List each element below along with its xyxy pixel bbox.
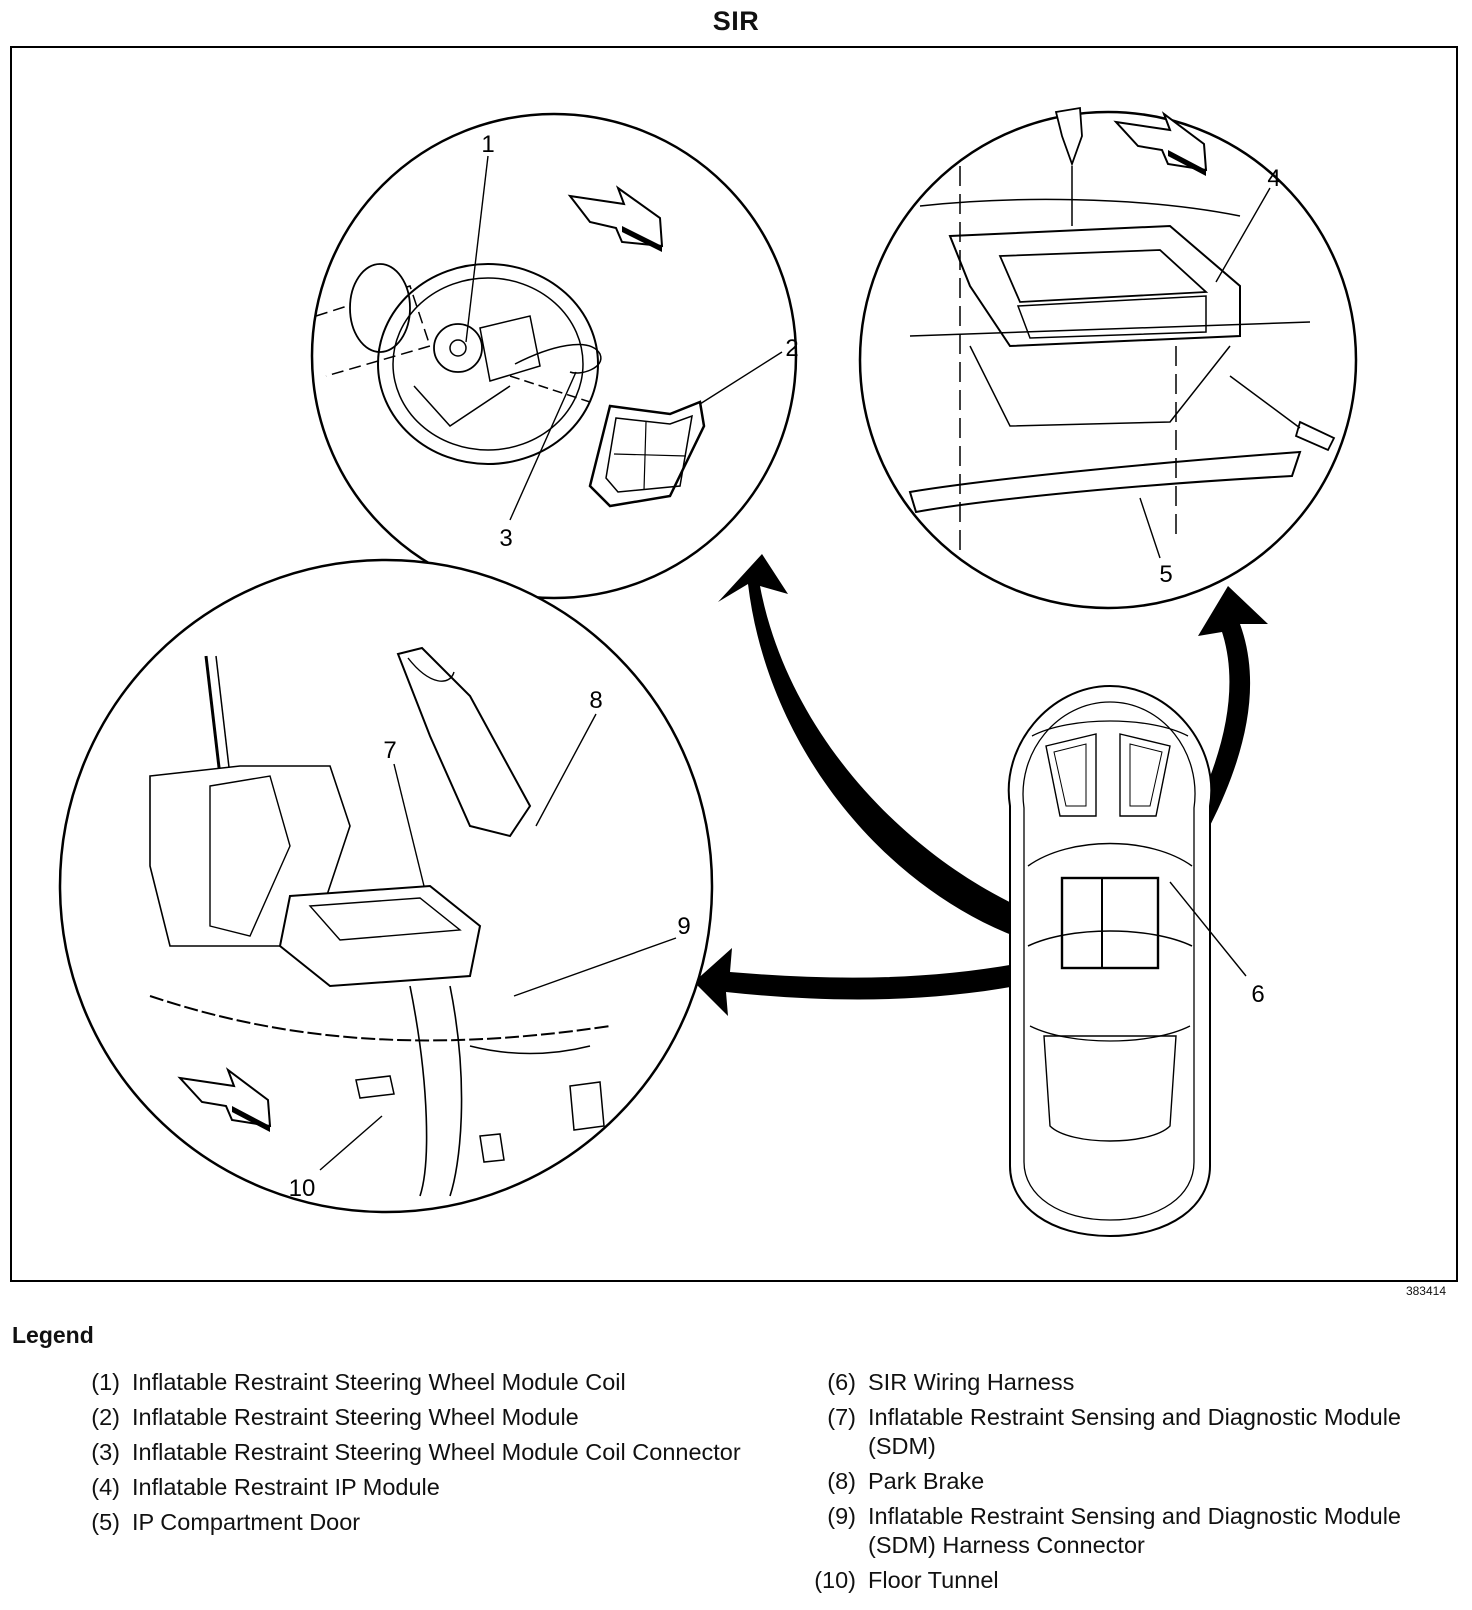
legend-item-number: (10) — [814, 1567, 856, 1593]
legend-item-text: Park Brake — [868, 1468, 985, 1494]
legend-item: (10) Floor Tunnel — [800, 1566, 1460, 1595]
diagram-frame: 1 2 3 4 5 — [10, 46, 1458, 1282]
legend-item: (7) Inflatable Restraint Sensing and Diag… — [800, 1403, 1460, 1461]
arrow-to-console-detail — [694, 944, 1108, 1016]
legend-item-text: Inflatable Restraint Steering Wheel Modu… — [132, 1439, 741, 1465]
callout-4: 4 — [1267, 165, 1280, 192]
legend-heading: Legend — [12, 1322, 94, 1348]
legend-item: (2) Inflatable Restraint Steering Wheel M… — [64, 1403, 744, 1432]
arrow-to-ip-detail — [1142, 586, 1268, 906]
legend-item-text: Inflatable Restraint Sensing and Diagnos… — [868, 1503, 1401, 1558]
figure-id: 383414 — [1405, 1284, 1446, 1298]
callout-2: 2 — [785, 335, 798, 362]
legend-item-number: (8) — [827, 1468, 856, 1494]
legend-item: (5) IP Compartment Door — [64, 1508, 744, 1537]
legend-item: (8) Park Brake — [800, 1467, 1460, 1496]
legend-item-text: Inflatable Restraint Sensing and Diagnos… — [868, 1404, 1401, 1459]
legend-item-number: (6) — [827, 1369, 856, 1395]
legend-item-number: (5) — [91, 1509, 120, 1535]
legend-item-text: Inflatable Restraint Steering Wheel Modu… — [132, 1369, 626, 1395]
ip-module-detail: 4 5 — [858, 106, 1358, 610]
callout-3: 3 — [499, 525, 512, 552]
console-sdm-detail: 7 8 9 10 — [58, 558, 714, 1214]
callout-10: 10 — [289, 1175, 316, 1202]
legend-item-text: Floor Tunnel — [868, 1567, 999, 1593]
legend-item-number: (3) — [91, 1439, 120, 1465]
callout-6: 6 — [1251, 981, 1264, 1008]
legend-item-number: (7) — [827, 1404, 856, 1430]
legend-column-right: (6) SIR Wiring Harness (7) Inflatable Rest… — [800, 1368, 1460, 1601]
callout-5: 5 — [1159, 561, 1172, 588]
legend-item: (3) Inflatable Restraint Steering Wheel M… — [64, 1438, 744, 1467]
legend-item-text: Inflatable Restraint Steering Wheel Modu… — [132, 1404, 579, 1430]
callout-8: 8 — [589, 687, 602, 714]
legend-item-text: IP Compartment Door — [132, 1509, 361, 1535]
legend-item-text: Inflatable Restraint IP Module — [132, 1474, 440, 1500]
legend-item-number: (1) — [91, 1369, 120, 1395]
legend-item: (4) Inflatable Restraint IP Module — [64, 1473, 744, 1502]
legend-item: (9) Inflatable Restraint Sensing and Diag… — [800, 1502, 1460, 1560]
legend-item-number: (2) — [91, 1404, 120, 1430]
arrow-to-steering-detail — [718, 554, 1080, 951]
legend-item: (6) SIR Wiring Harness — [800, 1368, 1460, 1397]
legend-item-text: SIR Wiring Harness — [868, 1369, 1075, 1395]
steering-wheel-detail: 1 2 3 — [310, 112, 799, 600]
legend-column-left: (1) Inflatable Restraint Steering Wheel M… — [64, 1368, 744, 1543]
legend-item: (1) Inflatable Restraint Steering Wheel M… — [64, 1368, 744, 1397]
legend-item-number: (4) — [91, 1474, 120, 1500]
page-title: SIR — [712, 6, 760, 36]
callout-9: 9 — [677, 913, 690, 940]
vehicle-top-view: 6 — [1007, 684, 1265, 1238]
callout-7: 7 — [383, 737, 396, 764]
callout-1: 1 — [481, 131, 494, 158]
legend-item-number: (9) — [827, 1503, 856, 1529]
